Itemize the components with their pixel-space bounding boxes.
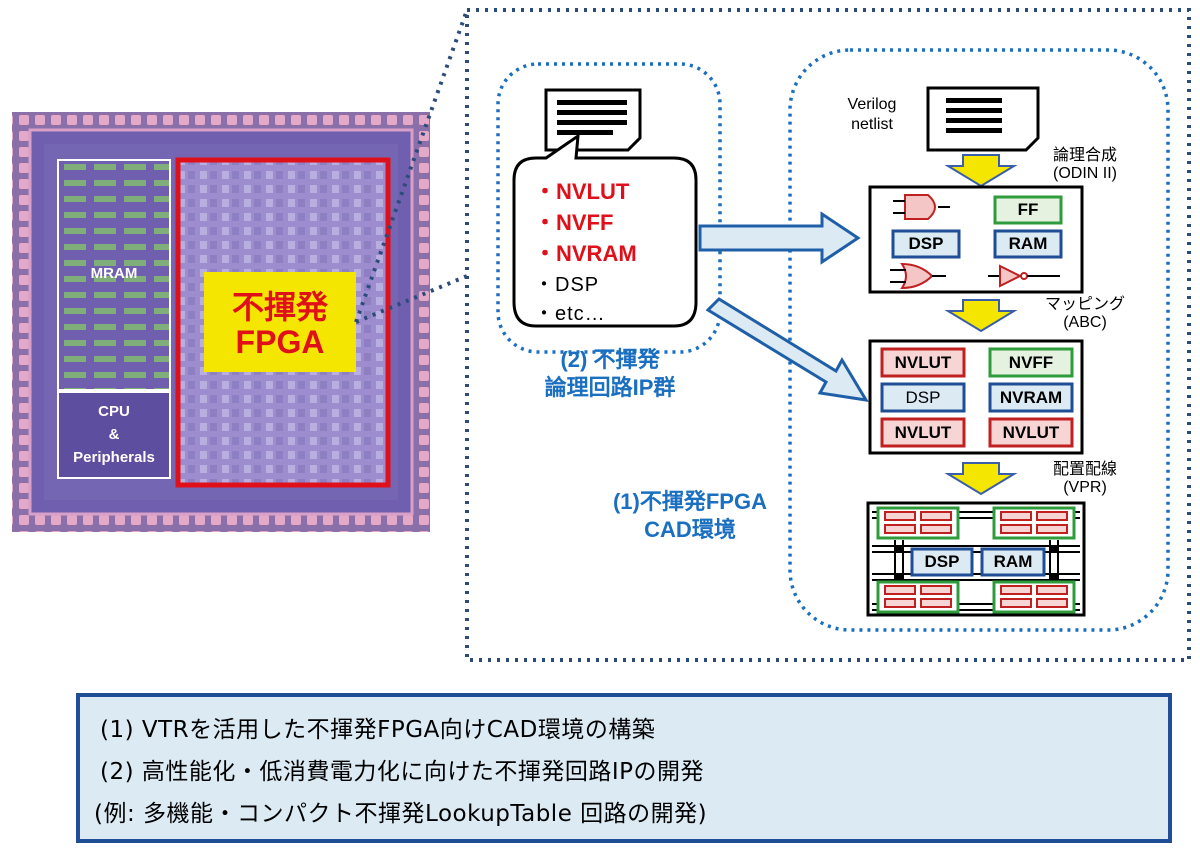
cad-caption-1: (1)不揮発FPGA bbox=[612, 489, 767, 514]
step-synthesis-tool: (ODIN II) bbox=[1053, 165, 1117, 182]
map-nvlut-box-2: NVLUT bbox=[894, 423, 952, 442]
step-mapping-tool: (ABC) bbox=[1063, 314, 1107, 331]
ip-caption-1: (2) 不揮発 bbox=[560, 347, 660, 372]
summary-line-1: (1) VTRを活用した不揮発FPGA向けCAD環境の構築 bbox=[100, 717, 656, 743]
cad-caption-2: CAD環境 bbox=[644, 517, 736, 542]
pr-dsp-box: DSP bbox=[924, 552, 960, 571]
netlist-label: netlist bbox=[851, 116, 893, 133]
pr-ram-box: RAM bbox=[993, 552, 1033, 571]
fpga-label-en: FPGA bbox=[235, 324, 325, 360]
bubble-item-nvram: ・NVRAM bbox=[534, 241, 637, 266]
ip-region bbox=[496, 48, 1170, 632]
cpu-label: CPU bbox=[98, 403, 130, 420]
synthesis-result-box bbox=[868, 185, 1084, 294]
map-dsp-box: DSP bbox=[905, 388, 941, 407]
mapping-result-box bbox=[868, 339, 1084, 455]
synth-ff-box: FF bbox=[1017, 200, 1039, 219]
bubble-item-etc: ・etc… bbox=[534, 303, 606, 325]
ip-flow-arrows bbox=[698, 211, 869, 402]
step-pr-label: 配置配線 bbox=[1052, 461, 1117, 478]
fpga-highlight-box bbox=[204, 272, 356, 372]
peripherals-label: Peripherals bbox=[73, 449, 155, 466]
map-nvlut-box-1: NVLUT bbox=[894, 353, 952, 372]
synth-dsp-box: DSP bbox=[908, 234, 944, 253]
place-route-result-box bbox=[866, 501, 1086, 617]
bubble-item-dsp: ・DSP bbox=[534, 274, 600, 296]
map-nvff-box: NVFF bbox=[1008, 353, 1054, 372]
summary-line-3: (例: 多機能・コンパクト不揮発LookupTable 回路の開発) bbox=[94, 801, 708, 827]
ip-bubble bbox=[512, 132, 698, 328]
step-pr-tool: (VPR) bbox=[1063, 479, 1107, 496]
flow-arrows bbox=[944, 154, 1018, 496]
document-icon bbox=[544, 88, 642, 152]
chip-photo bbox=[12, 112, 430, 532]
map-nvlut-box-3: NVLUT bbox=[1002, 423, 1060, 442]
step-mapping-label: マッピング bbox=[1044, 296, 1125, 313]
cpu-amp-label: & bbox=[108, 426, 120, 443]
verilog-label: Verilog bbox=[847, 96, 897, 113]
fpga-label-jp: 不揮発 bbox=[231, 289, 328, 325]
ip-caption-2: 論理回路IP群 bbox=[544, 375, 676, 400]
map-nvram-box: NVRAM bbox=[999, 388, 1063, 407]
verilog-document-icon bbox=[926, 86, 1040, 152]
synth-ram-box: RAM bbox=[1008, 234, 1048, 253]
mram-label: MRAM bbox=[90, 265, 138, 282]
bubble-item-nvlut: ・NVLUT bbox=[534, 179, 630, 204]
callout-lines bbox=[354, 8, 1191, 662]
summary-line-2: (2) 高性能化・低消費電力化に向けた不揮発回路IPの開発 bbox=[100, 759, 705, 785]
summary-box bbox=[76, 693, 1172, 843]
step-synthesis-label: 論理合成 bbox=[1052, 147, 1117, 164]
bubble-item-nvff: ・NVFF bbox=[534, 210, 614, 235]
